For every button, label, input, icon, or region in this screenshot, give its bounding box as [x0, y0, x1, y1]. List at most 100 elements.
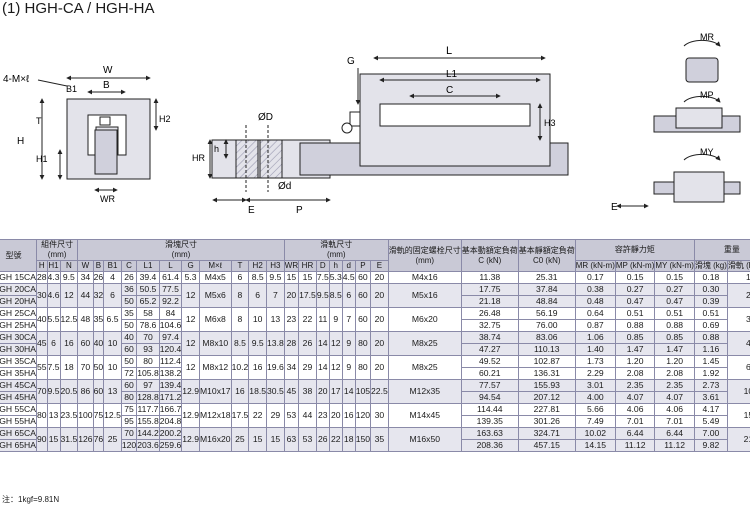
table-cell: 60.21 — [460, 367, 519, 380]
table-cell: 38 — [298, 379, 317, 404]
header-moment: 容許靜力矩 — [574, 239, 695, 261]
table-cell: 0.51 — [654, 307, 695, 320]
table-cell: 4.5 — [341, 271, 356, 284]
table-cell: 200.2 — [158, 427, 183, 440]
table-cell: 15 — [298, 271, 317, 284]
table-cell: 25 — [103, 427, 122, 452]
table-cell: 30.5 — [266, 379, 285, 404]
table-cell: 301.26 — [517, 415, 576, 428]
table-cell: 10.02 — [574, 427, 616, 440]
table-cell: 7 — [266, 283, 285, 308]
table-cell: 35 — [120, 307, 138, 320]
table-cell: 9 — [328, 307, 343, 332]
diagram-label-mounting: 4-M×ℓ — [3, 74, 30, 85]
table-cell: 1.47 — [654, 343, 695, 356]
table-cell: 0.88 — [654, 319, 695, 332]
table-cell: 76.00 — [517, 319, 576, 332]
table-cell: 0.64 — [574, 307, 616, 320]
sub-header-cell: HR — [298, 260, 317, 272]
table-cell: 6.44 — [614, 427, 656, 440]
table-cell: 18 — [341, 427, 356, 452]
table-cell: 94.54 — [460, 391, 519, 404]
table-cell: 39.4 — [136, 271, 160, 284]
table-cell: 77.5 — [158, 283, 183, 296]
table-cell: 50.5 — [136, 283, 160, 296]
table-cell: 12 — [59, 283, 79, 308]
sub-header-cell: d — [341, 260, 356, 272]
table-cell: 6 — [341, 283, 356, 308]
table-cell: 163.63 — [460, 427, 519, 440]
front-view — [37, 75, 159, 193]
table-cell: 0.27 — [654, 283, 695, 296]
table-cell: 15 — [266, 427, 285, 452]
table-cell: 44 — [77, 283, 94, 308]
sub-header-cell: 滑軌 (kg/m) — [726, 260, 750, 272]
diagram-label-p: P — [296, 205, 303, 216]
table-cell: 128.8 — [136, 391, 160, 404]
table-cell: 105 — [354, 379, 372, 404]
table-cell: HGH 25HA — [0, 319, 37, 332]
table-cell: 12 — [181, 331, 200, 356]
table-cell: 26 — [120, 271, 138, 284]
table-cell: 13 — [46, 403, 61, 428]
table-cell: 0.38 — [574, 283, 616, 296]
table-cell: 4.07 — [654, 391, 695, 404]
table-cell: 114.44 — [460, 403, 519, 416]
table-cell: 6.44 — [654, 427, 695, 440]
table-row: HGH 15CA284.39.5342642639.461.45.3M4x568… — [0, 271, 750, 284]
diagram-label-b1: B1 — [66, 84, 77, 94]
sub-header-cell: M×ℓ — [198, 260, 232, 272]
table-cell: 11.38 — [460, 271, 519, 284]
table-cell: 75 — [120, 403, 138, 416]
table-cell: 55 — [36, 355, 48, 380]
table-cell: 16 — [230, 379, 250, 404]
table-cell: 0.85 — [614, 331, 656, 344]
table-cell: 20 — [370, 271, 389, 284]
table-cell: 16 — [341, 403, 356, 428]
diagram-label-d-big: ØD — [258, 112, 273, 123]
table-cell: 15 — [726, 403, 750, 428]
table-cell: M12x35 — [387, 379, 462, 404]
table-cell: 9 — [341, 355, 356, 380]
table-cell: 31.5 — [59, 427, 79, 452]
header-rail: 滑軌尺寸(mm) — [283, 239, 389, 261]
table-cell: 76 — [92, 427, 105, 452]
table-cell: 14 — [315, 355, 330, 380]
table-cell: 60 — [354, 283, 372, 308]
table-cell: 3 — [726, 307, 750, 332]
table-row: HGH 55HA95155.8204.8139.35301.267.497.01… — [0, 415, 750, 428]
table-cell: 17.5 — [230, 403, 250, 428]
table-cell: 29 — [298, 355, 317, 380]
sub-header-cell: N — [59, 260, 79, 272]
table-cell: 50 — [92, 355, 105, 380]
diagram-label-h1: H1 — [36, 154, 48, 164]
table-cell: M12x18 — [198, 403, 232, 428]
table-cell: 32 — [92, 283, 105, 308]
sub-header-cell: H1 — [46, 260, 61, 272]
table-cell: 20 — [315, 379, 330, 404]
sub-header-cell: B1 — [103, 260, 122, 272]
sub-header-cell: H3 — [266, 260, 285, 272]
table-cell: 10.2 — [230, 355, 250, 380]
table-cell: 21.18 — [460, 295, 519, 308]
table-cell: 70 — [77, 355, 94, 380]
table-cell: 26.48 — [460, 307, 519, 320]
table-cell: 10 — [103, 355, 122, 380]
sub-header-cell: P — [354, 260, 372, 272]
sub-header-cell: MY (kN-m) — [654, 260, 695, 272]
table-cell: 53 — [298, 427, 317, 452]
table-cell: 70 — [36, 379, 48, 404]
table-cell: 8.5 — [248, 271, 268, 284]
table-cell: 21 — [726, 427, 750, 452]
table-cell: 40 — [92, 331, 105, 356]
table-cell: 70 — [136, 331, 160, 344]
table-row: HGH 55CA801323.51007512.575117.7166.712.… — [0, 403, 750, 428]
block-side-view — [299, 55, 569, 176]
table-cell: 15 — [46, 427, 61, 452]
table-cell: 6 — [46, 331, 61, 356]
table-cell: 150 — [354, 427, 372, 452]
sub-header-cell: 滑塊 (kg) — [693, 260, 728, 272]
table-row: HGH 30HA6093120.447.27110.131.401.471.47… — [0, 343, 750, 356]
table-row: HGH 25HA5078.6104.632.7576.000.870.880.8… — [0, 319, 750, 332]
